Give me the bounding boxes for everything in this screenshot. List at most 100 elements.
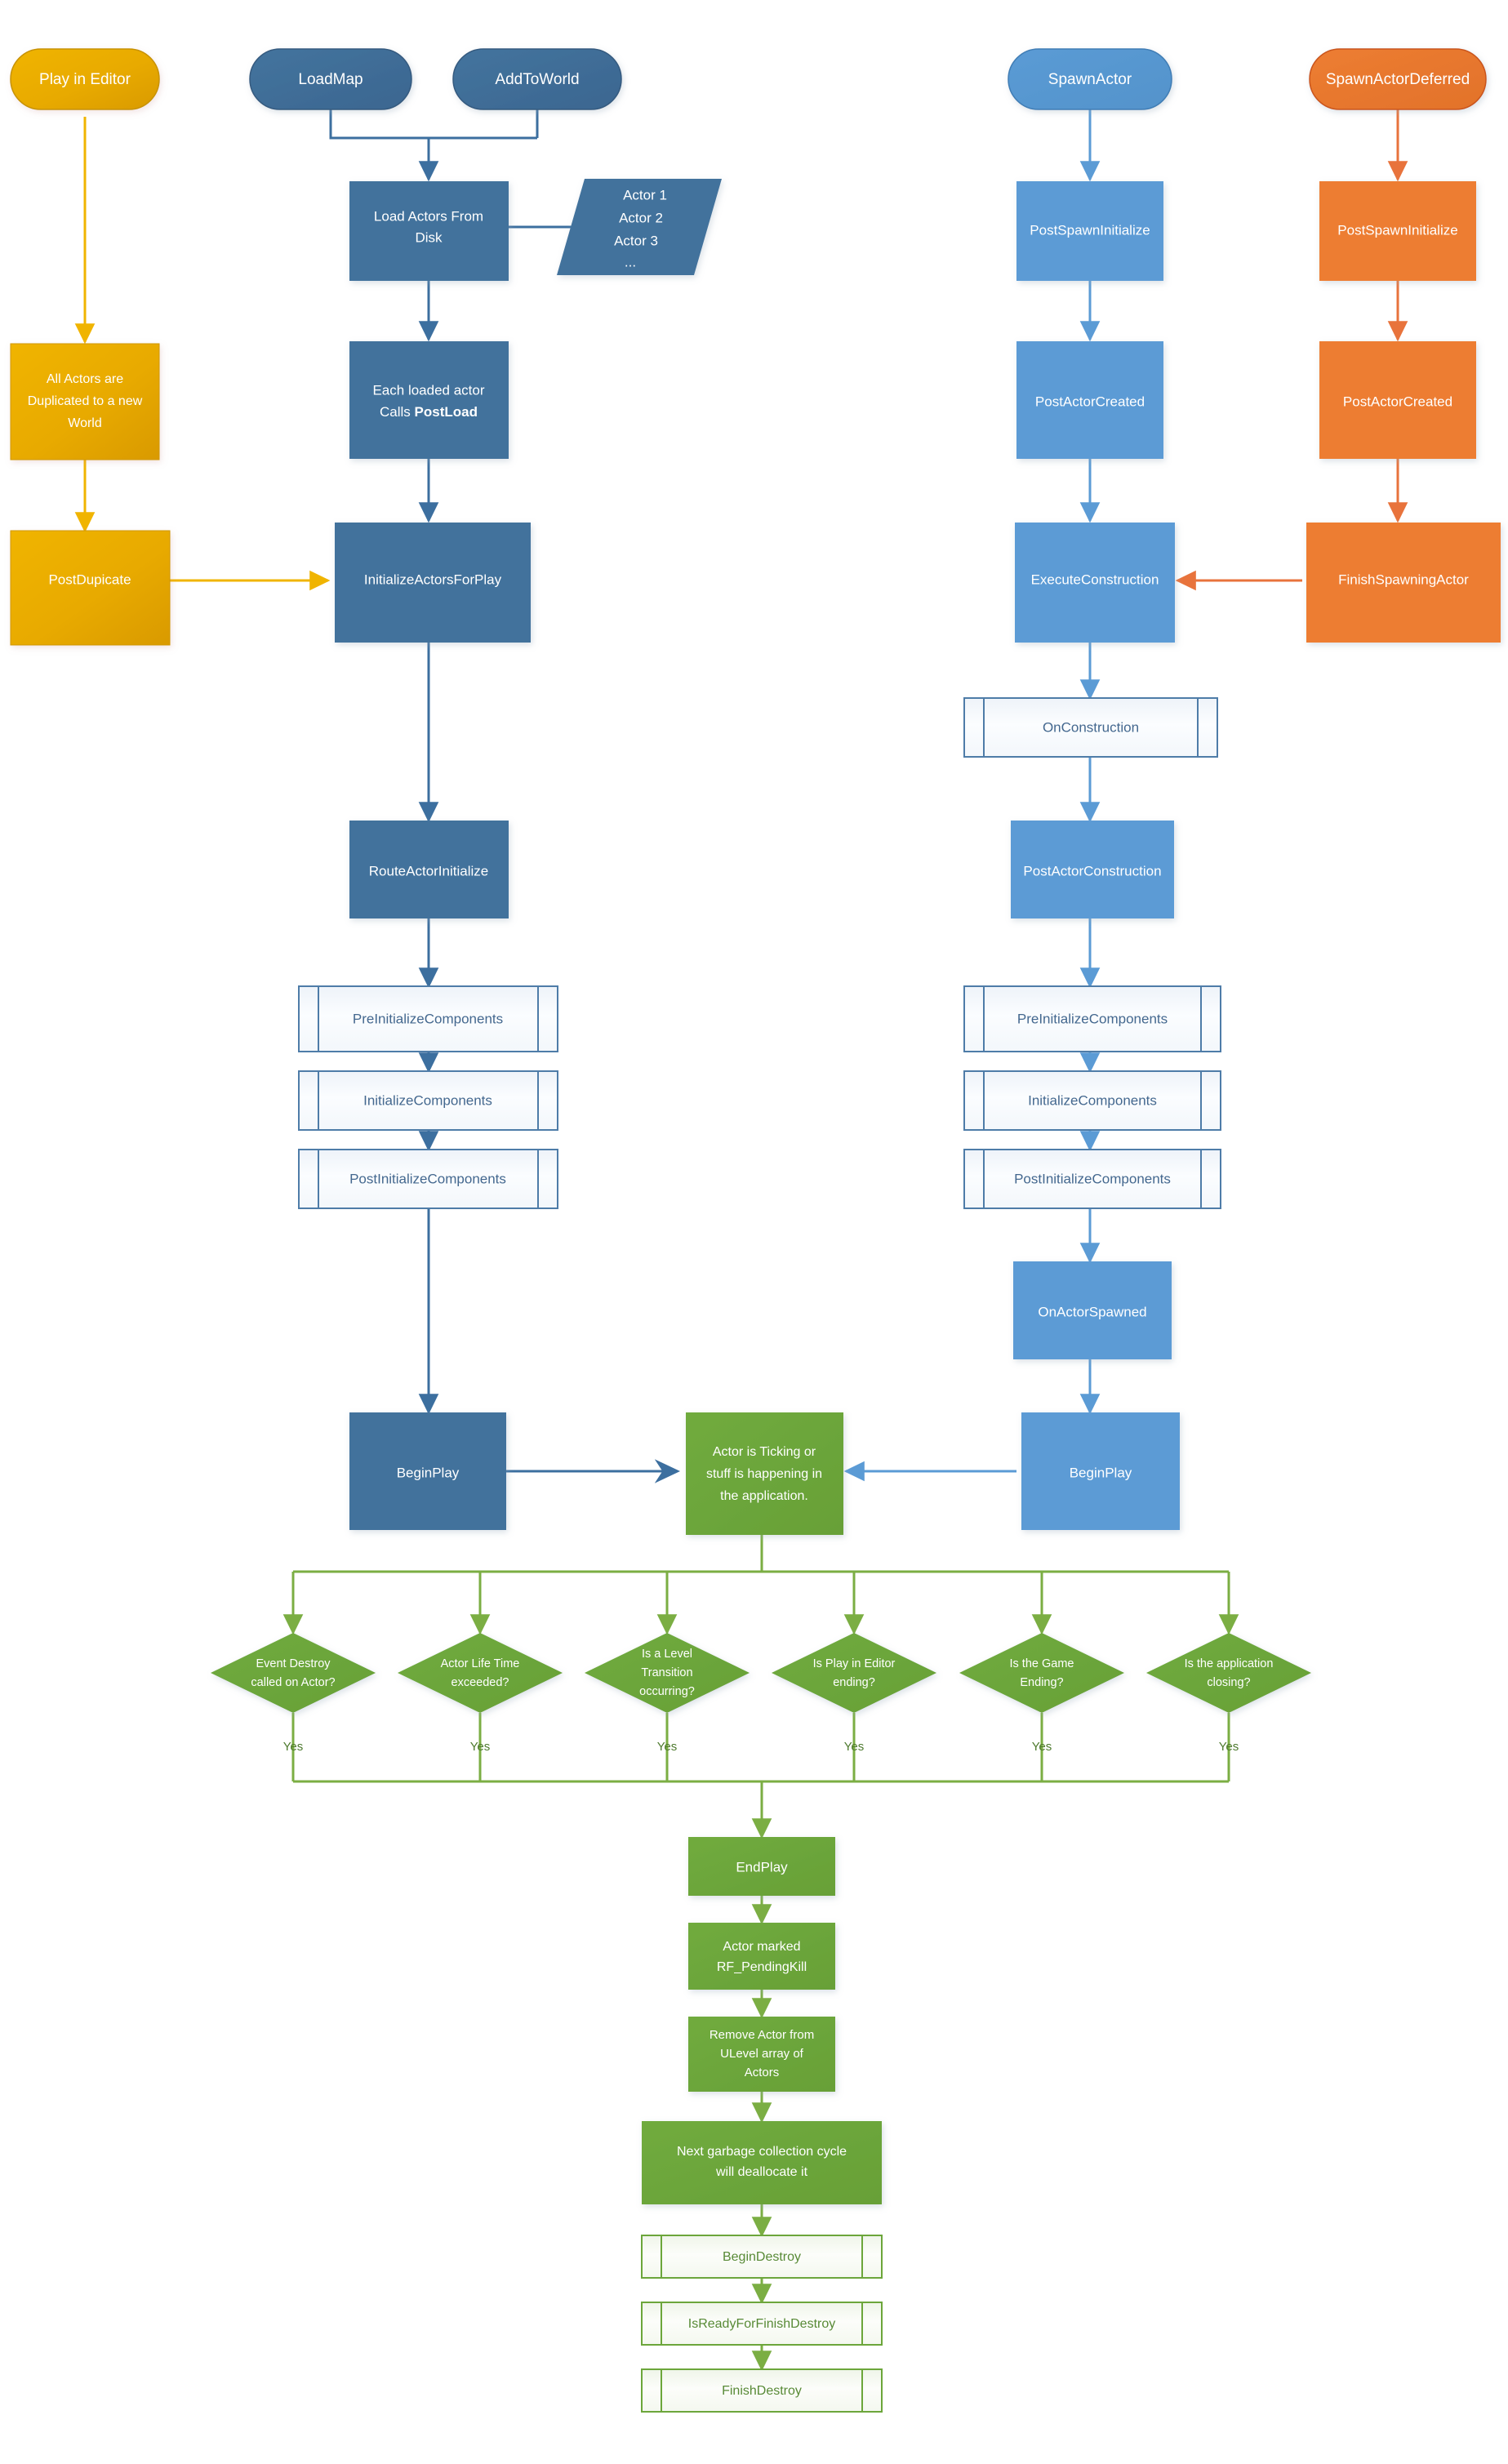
post-spawn-initialize-orange-label: PostSpawnInitialize [1337, 222, 1457, 238]
node-remove-actor-from-ulevel[interactable]: Remove Actor from ULevel array of Actors [688, 2017, 835, 2092]
node-on-construction[interactable]: OnConstruction [963, 697, 1218, 758]
decision-application-closing[interactable]: Is the application closing? Yes [1146, 1633, 1311, 1754]
each-loaded-line2-plain: Calls [380, 404, 415, 420]
decision-4-line-1: Ending? [1020, 1676, 1063, 1689]
end-play-label: EndPlay [736, 1859, 788, 1875]
decision-2-branch-label: Yes [657, 1740, 677, 1754]
node-load-map[interactable]: LoadMap [249, 48, 412, 110]
node-execute-construction[interactable]: ExecuteConstruction [1015, 523, 1175, 643]
each-loaded-line1: Each loaded actor [372, 382, 484, 398]
node-post-actor-construction[interactable]: PostActorConstruction [1011, 821, 1174, 918]
spawn-actor-label: SpawnActor [1048, 71, 1132, 88]
decision-4-branch-label: Yes [1032, 1740, 1052, 1754]
node-post-spawn-initialize-blue[interactable]: PostSpawnInitialize [1016, 181, 1163, 281]
load-actors-line1: Load Actors From [374, 208, 483, 224]
decision-5-branch-label: Yes [1219, 1740, 1239, 1754]
post-actor-created-blue-label: PostActorCreated [1035, 394, 1145, 409]
finish-destroy-label: FinishDestroy [722, 2384, 802, 2398]
node-post-initialize-components-right[interactable]: PostInitializeComponents [963, 1149, 1221, 1209]
route-actor-initialize-label: RouteActorInitialize [369, 863, 488, 878]
decision-5-line-1: closing? [1207, 1676, 1250, 1689]
node-actor-ticking[interactable]: Actor is Ticking or stuff is happening i… [686, 1412, 843, 1535]
pending-kill-line1: Actor marked [723, 1940, 800, 1954]
node-post-actor-created-orange[interactable]: PostActorCreated [1319, 341, 1476, 459]
each-loaded-line2: Calls PostLoad [380, 404, 478, 420]
load-actors-line2: Disk [415, 229, 443, 245]
node-actor-list-data[interactable]: Actor 1 Actor 2 Actor 3 ... [557, 179, 722, 275]
node-post-duplicate[interactable]: PostDupicate [10, 530, 171, 646]
node-finish-destroy[interactable]: FinishDestroy [641, 2368, 883, 2413]
pending-kill-line2: RF_PendingKill [717, 1960, 807, 1974]
node-pre-initialize-components-left[interactable]: PreInitializeComponents [298, 985, 558, 1052]
node-spawn-actor[interactable]: SpawnActor [1008, 48, 1172, 110]
pre-initialize-components-left-label: PreInitializeComponents [353, 1011, 503, 1026]
on-construction-label: OnConstruction [1043, 719, 1139, 735]
post-actor-created-orange-label: PostActorCreated [1343, 394, 1452, 409]
duplicated-line2: Duplicated to a new [28, 394, 143, 408]
node-spawn-actor-deferred[interactable]: SpawnActorDeferred [1309, 48, 1487, 110]
node-pre-initialize-components-right[interactable]: PreInitializeComponents [963, 985, 1221, 1052]
actor-list-line-1: Actor 2 [619, 210, 663, 225]
node-post-spawn-initialize-orange[interactable]: PostSpawnInitialize [1319, 181, 1476, 281]
gc-line2: will deallocate it [715, 2165, 808, 2179]
node-post-initialize-components-left[interactable]: PostInitializeComponents [298, 1149, 558, 1209]
decision-0-line-1: called on Actor? [251, 1676, 335, 1689]
post-initialize-components-left-label: PostInitializeComponents [349, 1171, 506, 1186]
decision-1-branch-label: Yes [470, 1740, 490, 1754]
node-play-in-editor[interactable]: Play in Editor [10, 48, 160, 110]
remove-actor-line2: ULevel array of [720, 2047, 804, 2061]
node-finish-spawning-actor[interactable]: FinishSpawningActor [1306, 523, 1501, 643]
node-each-loaded-actor[interactable]: Each loaded actor Calls PostLoad [349, 341, 509, 459]
actor-ticking-line3: the application. [720, 1489, 808, 1503]
post-initialize-components-right-label: PostInitializeComponents [1014, 1171, 1171, 1186]
decision-level-transition[interactable]: Is a Level Transition occurring? Yes [585, 1633, 750, 1754]
decision-2-line-2: occurring? [639, 1685, 695, 1698]
node-post-actor-created-blue[interactable]: PostActorCreated [1016, 341, 1163, 459]
begin-play-left-label: BeginPlay [397, 1465, 460, 1480]
actor-ticking-line2: stuff is happening in [706, 1467, 822, 1481]
node-initialize-components-right[interactable]: InitializeComponents [963, 1070, 1221, 1131]
decision-actor-life-time[interactable]: Actor Life Time exceeded? Yes [398, 1633, 563, 1754]
decision-event-destroy[interactable]: Event Destroy called on Actor? Yes [211, 1633, 376, 1754]
initialize-actors-for-play-label: InitializeActorsForPlay [364, 572, 502, 587]
post-spawn-initialize-blue-label: PostSpawnInitialize [1030, 222, 1150, 238]
actor-list-line-2: Actor 3 [614, 233, 658, 248]
decision-4-line-0: Is the Game [1010, 1657, 1074, 1670]
decision-play-in-editor-ending[interactable]: Is Play in Editor ending? Yes [772, 1633, 936, 1754]
node-route-actor-initialize[interactable]: RouteActorInitialize [349, 821, 509, 918]
play-in-editor-label: Play in Editor [39, 71, 131, 88]
node-add-to-world[interactable]: AddToWorld [452, 48, 622, 110]
node-actor-marked-pending-kill[interactable]: Actor marked RF_PendingKill [688, 1923, 835, 1990]
node-next-gc-cycle[interactable]: Next garbage collection cycle will deall… [642, 2121, 882, 2204]
decision-3-branch-label: Yes [844, 1740, 864, 1754]
begin-destroy-label: BeginDestroy [723, 2250, 801, 2264]
remove-actor-line1: Remove Actor from [710, 2028, 814, 2042]
decision-1-line-0: Actor Life Time [441, 1657, 520, 1670]
is-ready-for-finish-destroy-label: IsReadyForFinishDestroy [688, 2317, 836, 2331]
node-begin-play-right[interactable]: BeginPlay [1021, 1412, 1180, 1530]
execute-construction-label: ExecuteConstruction [1031, 572, 1159, 587]
decision-0-line-0: Event Destroy [256, 1657, 331, 1670]
node-end-play[interactable]: EndPlay [688, 1837, 835, 1896]
node-load-actors-from-disk[interactable]: Load Actors From Disk [349, 181, 509, 281]
decision-2-line-0: Is a Level [642, 1648, 692, 1661]
node-initialize-actors-for-play[interactable]: InitializeActorsForPlay [335, 523, 531, 643]
decision-game-ending[interactable]: Is the Game Ending? Yes [959, 1633, 1124, 1754]
decision-5-line-0: Is the application [1185, 1657, 1274, 1670]
actor-ticking-line1: Actor is Ticking or [713, 1445, 816, 1459]
actor-list-line-3: ... [625, 254, 636, 269]
each-loaded-line2-bold: PostLoad [415, 404, 478, 420]
node-initialize-components-left[interactable]: InitializeComponents [298, 1070, 558, 1131]
add-to-world-label: AddToWorld [495, 71, 579, 88]
connectors-layer [74, 109, 1408, 2372]
post-actor-construction-label: PostActorConstruction [1023, 863, 1161, 878]
node-is-ready-for-finish-destroy[interactable]: IsReadyForFinishDestroy [641, 2302, 883, 2346]
node-all-actors-duplicated[interactable]: All Actors are Duplicated to a new World [10, 343, 160, 460]
decision-2-line-1: Transition [641, 1666, 692, 1679]
node-begin-destroy[interactable]: BeginDestroy [641, 2235, 883, 2279]
node-on-actor-spawned[interactable]: OnActorSpawned [1013, 1261, 1172, 1359]
decision-0-branch-label: Yes [283, 1740, 303, 1754]
actor-list-line-0: Actor 1 [623, 187, 667, 202]
node-begin-play-left[interactable]: BeginPlay [349, 1412, 506, 1530]
